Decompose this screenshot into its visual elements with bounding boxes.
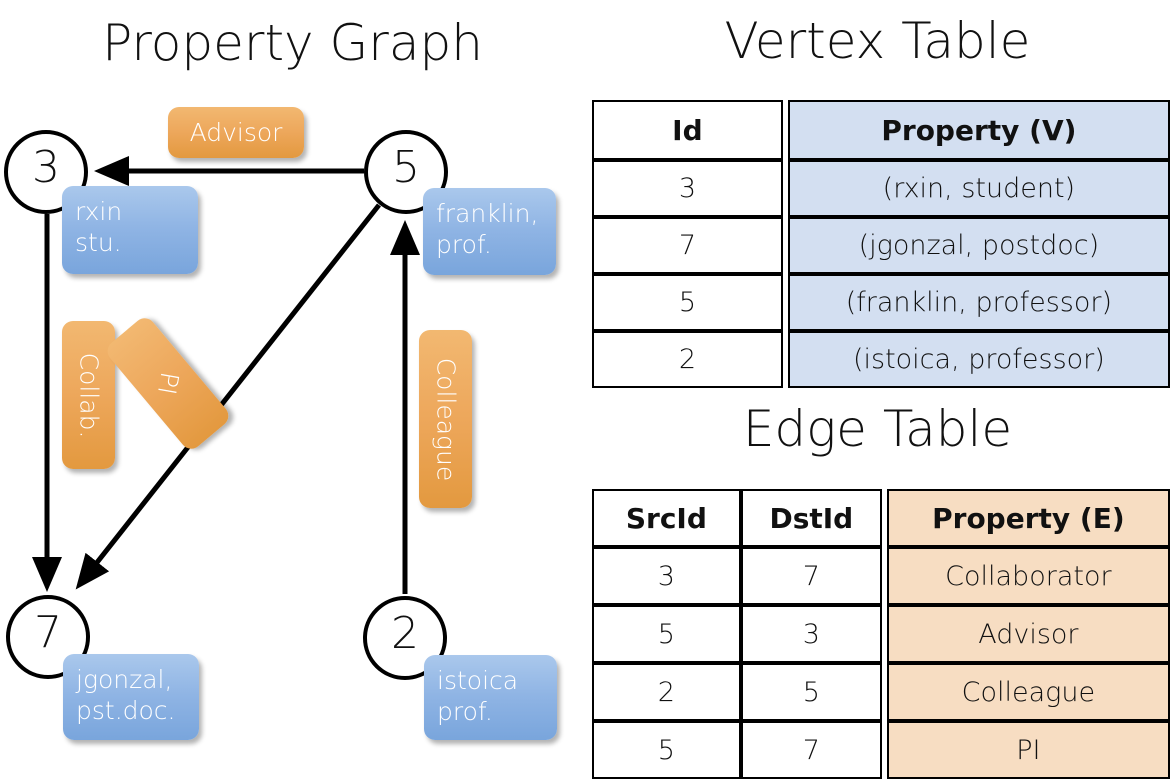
edge-label-pi-text: PI — [151, 369, 185, 398]
vertex-row-3-property: (istoica, professor) — [787, 331, 1170, 388]
table-row[interactable]: 5 (franklin, professor) — [592, 274, 1170, 331]
vertex-row-2-property: (franklin, professor) — [787, 274, 1170, 331]
page-title-property-graph: Property Graph — [102, 14, 483, 72]
node-7-property-callout: jgonzal, pst.doc. — [63, 654, 199, 740]
edge-row-2-srcid: 2 — [592, 663, 741, 721]
edge-label-collab: Collab. — [62, 321, 115, 469]
edge-table-column-gap — [881, 489, 887, 547]
edge-row-0-srcid: 3 — [592, 547, 741, 605]
vertex-table-column-gap — [782, 274, 788, 331]
edge-label-advisor: Advisor — [168, 107, 304, 158]
vertex-row-1-property: (jgonzal, postdoc) — [787, 217, 1170, 274]
vertex-table: Id Property (V) 3 (rxin, student) 7 (jgo… — [592, 100, 1170, 388]
edge-table-column-gap — [881, 663, 887, 721]
edge-table-header-srcid: SrcId — [592, 489, 741, 547]
table-row[interactable]: 5 3 Advisor — [592, 605, 1170, 663]
edge-table-column-gap — [881, 547, 887, 605]
edge-row-0-property: Collaborator — [886, 547, 1170, 605]
vertex-table-column-gap — [782, 217, 788, 274]
edge-row-0-dstid: 7 — [740, 547, 882, 605]
vertex-row-0-property: (rxin, student) — [787, 160, 1170, 217]
vertex-table-header-id: Id — [592, 100, 783, 160]
vertex-row-0-id: 3 — [592, 160, 783, 217]
edge-table-column-gap — [881, 605, 887, 663]
edge-table-header-dstid: DstId — [740, 489, 882, 547]
edge-label-colleague-text: Colleague — [431, 357, 461, 481]
property-graph-diagram: 3 5 7 2 rxin stu. franklin, prof. jgonza… — [0, 0, 585, 760]
vertex-table-column-gap — [782, 100, 788, 160]
edge-table: SrcId DstId Property (E) 3 7 Collaborato… — [592, 489, 1170, 779]
table-row[interactable]: 7 (jgonzal, postdoc) — [592, 217, 1170, 274]
graph-node-2-circle[interactable] — [363, 596, 447, 680]
vertex-table-header-property: Property (V) — [787, 100, 1170, 160]
graph-node-5-circle[interactable] — [364, 130, 448, 214]
vertex-table-column-gap — [782, 160, 788, 217]
page-title-vertex-table: Vertex Table — [724, 12, 1031, 70]
vertex-row-2-id: 5 — [592, 274, 783, 331]
edge-label-colleague: Colleague — [419, 330, 472, 508]
node-5-property-callout: franklin, prof. — [423, 188, 556, 275]
table-row[interactable]: 5 7 PI — [592, 721, 1170, 779]
edge-row-3-srcid: 5 — [592, 721, 741, 779]
edge-row-3-dstid: 7 — [740, 721, 882, 779]
table-row[interactable]: 2 5 Colleague — [592, 663, 1170, 721]
vertex-row-1-id: 7 — [592, 217, 783, 274]
edge-row-1-property: Advisor — [886, 605, 1170, 663]
vertex-table-column-gap — [782, 331, 788, 388]
edge-row-2-property: Colleague — [886, 663, 1170, 721]
edge-row-3-property: PI — [886, 721, 1170, 779]
vertex-row-3-id: 2 — [592, 331, 783, 388]
node-2-property-callout: istoica prof. — [424, 655, 557, 740]
edge-5-to-7-pi — [75, 203, 381, 590]
edge-label-collab-text: Collab. — [74, 352, 103, 438]
edge-label-advisor-text: Advisor — [189, 118, 283, 147]
vertex-table-header-row: Id Property (V) — [592, 100, 1170, 160]
edge-table-column-gap — [881, 721, 887, 779]
table-row[interactable]: 3 (rxin, student) — [592, 160, 1170, 217]
edge-table-header-property: Property (E) — [886, 489, 1170, 547]
edge-table-header-row: SrcId DstId Property (E) — [592, 489, 1170, 547]
table-row[interactable]: 3 7 Collaborator — [592, 547, 1170, 605]
edge-row-2-dstid: 5 — [740, 663, 882, 721]
edge-row-1-srcid: 5 — [592, 605, 741, 663]
node-3-property-callout: rxin stu. — [62, 186, 198, 274]
page-title-edge-table: Edge Table — [742, 400, 1013, 458]
table-row[interactable]: 2 (istoica, professor) — [592, 331, 1170, 388]
graph-edges-svg — [32, 156, 420, 594]
edge-row-1-dstid: 3 — [740, 605, 882, 663]
